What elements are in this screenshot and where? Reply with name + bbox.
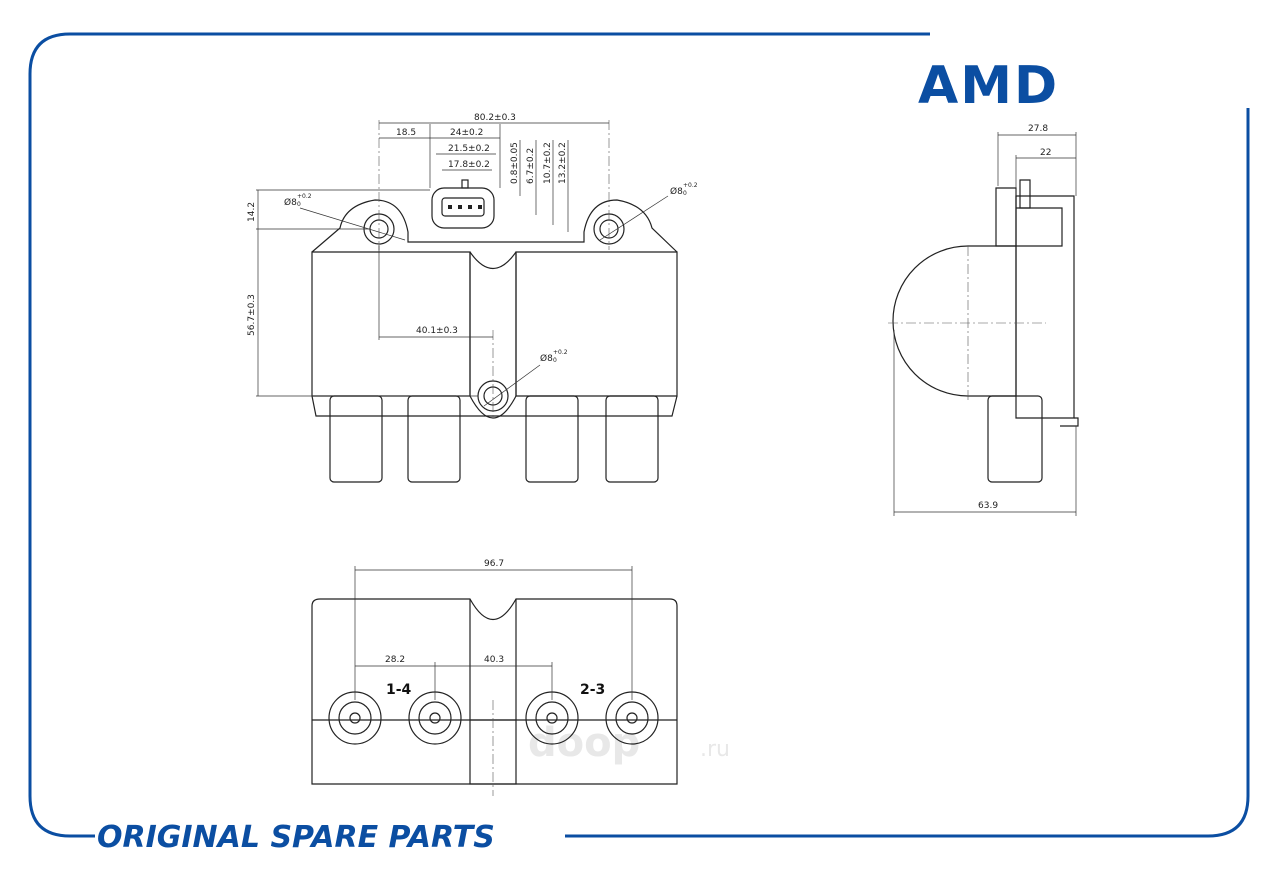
terminal-inner bbox=[338, 701, 372, 735]
svg-text:Ø8: Ø8 bbox=[540, 353, 553, 364]
terminal-inner bbox=[535, 701, 569, 735]
svg-text:0: 0 bbox=[553, 357, 557, 364]
connector-pin bbox=[458, 205, 462, 209]
bottom-body-outline bbox=[311, 598, 678, 785]
svg-text:+0.2: +0.2 bbox=[553, 349, 568, 356]
dim-6-7: 6.7±0.2 bbox=[526, 148, 536, 184]
side-tower bbox=[987, 395, 1043, 483]
tagline: ORIGINAL SPARE PARTS bbox=[97, 820, 495, 855]
connector-latch bbox=[461, 179, 469, 189]
front-center-notch bbox=[469, 251, 517, 269]
dim-56-7: 56.7±0.3 bbox=[247, 294, 257, 336]
terminal-inner bbox=[615, 701, 649, 735]
connector-housing bbox=[431, 187, 495, 229]
side-latch bbox=[1019, 179, 1031, 209]
connector-socket bbox=[441, 197, 485, 217]
sheet-frame bbox=[28, 32, 1250, 838]
terminal-pin bbox=[349, 712, 361, 724]
front-dimension-lines bbox=[256, 122, 669, 407]
dim-40-1: 40.1±0.3 bbox=[416, 326, 458, 336]
watermark-suffix: .ru bbox=[700, 737, 730, 762]
callout-hole-center: Ø8 +0.2 0 bbox=[540, 349, 568, 364]
front-center-channel bbox=[469, 252, 517, 396]
dim-24: 24±0.2 bbox=[450, 128, 483, 138]
front-center-lines bbox=[378, 120, 610, 420]
dim-22: 22 bbox=[1040, 148, 1051, 158]
side-dimension-lines bbox=[893, 132, 1077, 516]
dim-40-3: 40.3 bbox=[484, 655, 504, 665]
tower-3 bbox=[525, 395, 579, 483]
dim-0-8: 0.8±0.05 bbox=[510, 142, 520, 184]
terminal-pin bbox=[429, 712, 441, 724]
side-flange bbox=[995, 187, 1017, 247]
logo-text: AMD bbox=[918, 56, 1059, 116]
terminal-pin bbox=[546, 712, 558, 724]
dim-overall-width: 80.2±0.3 bbox=[474, 113, 516, 123]
dim-14-2: 14.2 bbox=[247, 202, 257, 222]
dim-10-7: 10.7±0.2 bbox=[543, 142, 553, 184]
bottom-center-channel bbox=[469, 599, 517, 720]
terminal-pin bbox=[626, 712, 638, 724]
tower-4 bbox=[605, 395, 659, 483]
front-body-outline-right bbox=[515, 251, 678, 397]
front-lower-ledge bbox=[311, 395, 678, 417]
front-bottom-lug bbox=[469, 395, 517, 419]
svg-text:Ø8: Ø8 bbox=[670, 186, 683, 197]
dim-27-8: 27.8 bbox=[1028, 124, 1048, 134]
dim-21-5: 21.5±0.2 bbox=[448, 144, 490, 154]
callout-hole-right: Ø8 +0.2 0 bbox=[670, 182, 698, 197]
side-body-outline bbox=[892, 245, 1017, 397]
side-back-plate bbox=[1015, 195, 1075, 419]
svg-text:0: 0 bbox=[297, 201, 301, 208]
connector-pin bbox=[468, 205, 472, 209]
side-center-lines bbox=[888, 246, 1046, 400]
side-foot bbox=[1060, 417, 1079, 427]
pair-label-2-3: 2-3 bbox=[580, 682, 605, 698]
amd-logo: AMD bbox=[918, 56, 1059, 116]
bottom-dimension-lines bbox=[354, 566, 633, 796]
terminal-inner bbox=[418, 701, 452, 735]
callout-hole-left: Ø8 +0.2 0 bbox=[284, 193, 312, 208]
connector-pin bbox=[448, 205, 452, 209]
dim-28-2: 28.2 bbox=[385, 655, 405, 665]
front-view: 80.2±0.3 18.5 24±0.2 21.5±0.2 17.8±0.2 0… bbox=[247, 113, 698, 483]
dim-63-9: 63.9 bbox=[978, 501, 998, 511]
side-view: 27.8 22 63.9 bbox=[888, 124, 1079, 516]
dim-17-8: 17.8±0.2 bbox=[448, 160, 490, 170]
connector-pin bbox=[478, 205, 482, 209]
svg-text:+0.2: +0.2 bbox=[297, 193, 312, 200]
bottom-view: 96.7 28.2 40.3 1-4 2-3 bbox=[311, 559, 678, 796]
dim-96-7: 96.7 bbox=[484, 559, 504, 569]
svg-text:0: 0 bbox=[683, 190, 687, 197]
dim-13-2: 13.2±0.2 bbox=[558, 142, 568, 184]
front-body-outline bbox=[311, 251, 471, 397]
tower-2 bbox=[407, 395, 461, 483]
side-connector bbox=[1016, 207, 1063, 247]
front-top-flange bbox=[311, 199, 678, 253]
pair-label-1-4: 1-4 bbox=[386, 682, 412, 698]
dim-18-5: 18.5 bbox=[396, 128, 416, 138]
svg-text:+0.2: +0.2 bbox=[683, 182, 698, 189]
svg-text:Ø8: Ø8 bbox=[284, 197, 297, 208]
tower-1 bbox=[329, 395, 383, 483]
